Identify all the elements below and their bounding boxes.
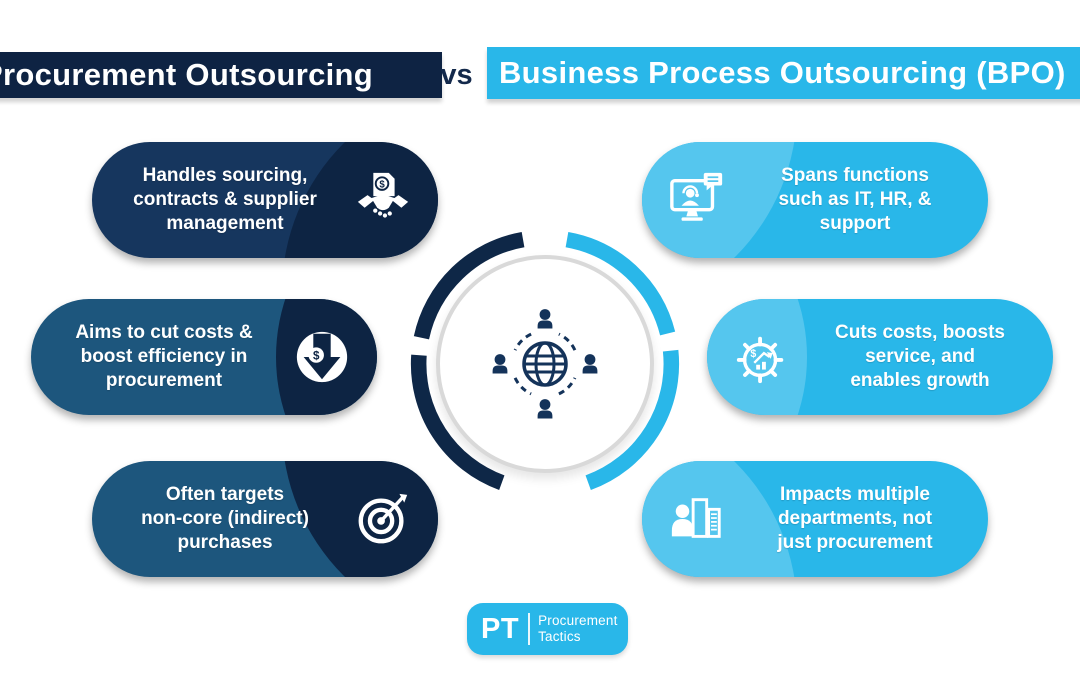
pill-accent-shape (707, 299, 807, 415)
pill-accent-shape (642, 142, 795, 258)
pill-cuts-costs-growth: Cuts costs, boosts service, and enables … (707, 299, 1053, 415)
target-dart-icon (358, 493, 408, 544)
right-header-bar: Business Process Outsourcing (BPO) (487, 47, 1080, 99)
svg-text:$: $ (750, 348, 756, 360)
pill-text: Often targets non-core (indirect) purcha… (141, 484, 309, 553)
pill-text: Handles sourcing, contracts & supplier m… (133, 165, 317, 234)
pill-cut-costs-efficiency: Aims to cut costs & boost efficiency in … (31, 299, 377, 415)
logo-initials: PT (481, 612, 520, 645)
right-header-title: Business Process Outsourcing (BPO) (499, 55, 1066, 90)
logo-name: Procurement Tactics (538, 613, 618, 644)
gear-growth-icon: $ (736, 336, 784, 384)
pill-text: Cuts costs, boosts service, and enables … (835, 322, 1005, 391)
svg-text:$: $ (379, 179, 385, 190)
vs-label: vs (440, 58, 473, 91)
pill-text: Impacts multiple departments, not just p… (777, 484, 933, 553)
it-support-monitor-icon (670, 172, 723, 221)
pill-spans-functions: Spans functions such as IT, HR, & suppor… (642, 142, 988, 258)
logo-divider (528, 613, 531, 645)
pill-text: Spans functions such as IT, HR, & suppor… (778, 165, 932, 234)
left-header-bar: Procurement Outsourcing (0, 52, 442, 98)
navy-arc-segment (413, 231, 525, 340)
svg-text:$: $ (313, 349, 320, 362)
pill-handles-sourcing: Handles sourcing, contracts & supplier m… (92, 142, 438, 258)
center-arc-ring (410, 231, 680, 490)
pill-impacts-departments: Impacts multiple departments, not just p… (642, 461, 988, 577)
cyan-arc-segment (585, 349, 680, 490)
pill-non-core-purchases: Often targets non-core (indirect) purcha… (92, 461, 438, 577)
cyan-arc-segment (565, 231, 676, 336)
person-buildings-icon (671, 498, 721, 538)
procurement-tactics-logo: PT Procurement Tactics (467, 603, 628, 655)
cost-reduction-arrow-icon: $ (296, 331, 348, 383)
left-header-title: Procurement Outsourcing (0, 57, 374, 92)
pill-text: Aims to cut costs & boost efficiency in … (75, 322, 253, 391)
navy-arc-segment (410, 354, 505, 490)
handshake-dollar-icon: $ (357, 172, 409, 218)
global-team-network-icon (492, 309, 598, 419)
